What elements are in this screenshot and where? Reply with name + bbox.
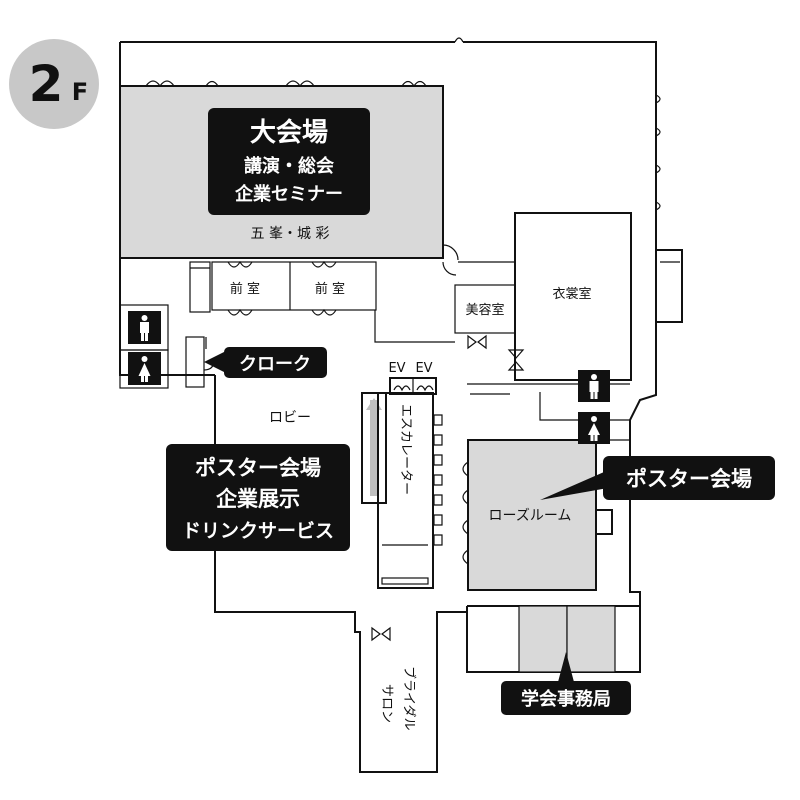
floor-badge-circle <box>9 39 99 129</box>
callout-cloak: クローク <box>204 347 327 378</box>
callout-poster-left-line1: ポスター会場 <box>195 456 321 480</box>
rose-room-label: ローズルーム <box>489 508 572 524</box>
svg-text:エスカレーター: エスカレーター <box>398 404 413 495</box>
restroom-left-block <box>119 304 205 389</box>
dressing-room-label: 衣裳室 <box>552 286 591 302</box>
callout-secretariat: 学会事務局 <box>501 652 631 715</box>
callout-poster-left-line3: ドリンクサービス <box>182 520 334 542</box>
male-restroom-icon <box>128 311 161 344</box>
ev-2-label: EV <box>415 361 432 376</box>
callout-poster-right: ポスター会場 <box>540 456 775 500</box>
beauty-salon-label: 美容室 <box>465 302 504 318</box>
callout-secretariat-label: 学会事務局 <box>521 688 611 710</box>
callout-poster-left-line2: 企業展示 <box>215 487 300 511</box>
lobby-label: ロビー <box>269 410 311 426</box>
callout-main-hall: 大会場 講演・総会 企業セミナー <box>208 108 370 215</box>
female-restroom-icon <box>578 412 610 444</box>
main-hall-doors <box>145 80 427 88</box>
secretariat-rooms <box>518 605 616 673</box>
callout-main-hall-line2: 講演・総会 <box>244 155 334 177</box>
callout-cloak-label: クローク <box>239 354 311 375</box>
ev-1-label: EV <box>388 361 405 376</box>
floor-number: 2 <box>29 55 64 113</box>
callout-main-hall-line3: 企業セミナー <box>234 183 343 205</box>
svg-text:サロン: サロン <box>379 684 394 723</box>
escalator: エスカレーター <box>361 392 434 589</box>
male-restroom-icon <box>578 370 610 402</box>
female-restroom-icon <box>128 352 161 385</box>
callout-main-hall-line1: 大会場 <box>250 118 328 148</box>
callout-poster-right-label: ポスター会場 <box>626 467 752 491</box>
main-hall-name: 五 峯・城 彩 <box>251 226 330 242</box>
front-rooms: 前 室 前 室 <box>211 260 377 316</box>
rose-room-doors <box>433 414 469 565</box>
front-room-2-label: 前 室 <box>315 281 345 297</box>
bridal-salon-label: ブライダル サロン <box>379 666 417 730</box>
front-room-1-label: 前 室 <box>230 281 260 297</box>
dressing-room <box>514 212 632 381</box>
escalator-label: エスカレーター <box>398 404 413 495</box>
floor-badge: 2 F <box>9 39 99 129</box>
svg-text:ブライダル: ブライダル <box>401 666 417 730</box>
callout-poster-left: ポスター会場 企業展示 ドリンクサービス <box>166 444 350 551</box>
floor-suffix: F <box>72 78 88 106</box>
elevators: EV EV <box>388 361 437 395</box>
stair-left <box>189 261 211 313</box>
